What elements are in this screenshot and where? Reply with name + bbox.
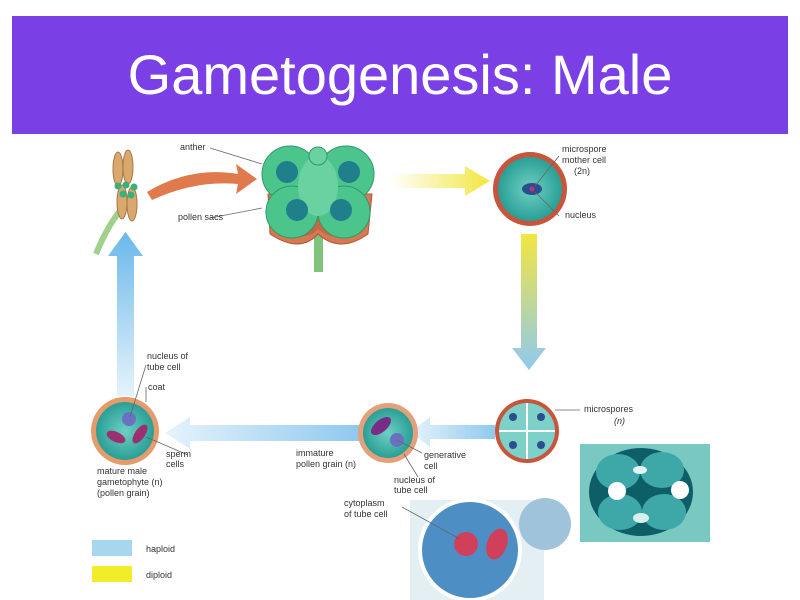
cycle-arrows: [108, 164, 546, 449]
anther-cross-section: [261, 145, 375, 272]
label-coat: coat: [148, 382, 166, 392]
leader-lines: [129, 147, 580, 540]
label-mature-3: (pollen grain): [97, 488, 150, 498]
label-immature-1: immature: [296, 448, 334, 458]
label-anther: anther: [180, 142, 206, 152]
title-bar: Gametogenesis: Male: [12, 16, 788, 134]
microspore-tetrad: [495, 399, 559, 463]
label-nucleus-tube-left-1: nucleus of: [147, 351, 189, 361]
arrow-left: [108, 232, 143, 396]
label-pollen-sacs: pollen sacs: [178, 212, 224, 222]
immature-pollen-grain: [358, 403, 418, 463]
label-microspores-2: (n): [614, 416, 625, 426]
label-nucleus-tube-right-1: nucleus of: [394, 475, 436, 485]
label-cytoplasm-1: cytoplasm: [344, 498, 385, 508]
legend-swatch-haploid: [92, 540, 132, 556]
tetrad-micrograph: [576, 444, 710, 542]
arrow-anther: [147, 164, 257, 200]
mature-pollen-grain: [91, 397, 159, 465]
label-sperm-2: cells: [166, 459, 185, 469]
arrow-right: [512, 234, 546, 370]
stamen-illustration: [93, 149, 138, 256]
label-nucleus-tube-right-2: tube cell: [394, 485, 428, 495]
legend-label-haploid: haploid: [146, 544, 175, 554]
microspore-mother-cell: [493, 152, 567, 226]
label-mature-2: gametophyte (n): [97, 477, 163, 487]
label-nucleus: nucleus: [565, 210, 597, 220]
label-microspore-mother-3: (2n): [574, 166, 590, 176]
label-cytoplasm-2: of tube cell: [344, 509, 388, 519]
label-sperm-1: sperm: [166, 449, 191, 459]
gametogenesis-diagram: anther pollen sacs microspore mother cel…: [91, 142, 710, 600]
label-generative-1: generative: [424, 450, 466, 460]
slide-title: Gametogenesis: Male: [127, 43, 673, 106]
pollen-micrograph: [410, 498, 571, 600]
legend-label-diploid: diploid: [146, 570, 172, 580]
label-generative-2: cell: [424, 461, 438, 471]
diagram-labels: anther pollen sacs microspore mother cel…: [97, 142, 634, 519]
arrow-bottom-left: [165, 417, 360, 449]
label-microspore-mother-2: mother cell: [562, 155, 606, 165]
arrow-top: [390, 166, 490, 196]
label-mature-1: mature male: [97, 466, 147, 476]
label-nucleus-tube-left-2: tube cell: [147, 362, 181, 372]
label-immature-2: pollen grain (n): [296, 459, 356, 469]
label-microspore-mother-1: microspore: [562, 144, 607, 154]
legend-swatch-diploid: [92, 566, 132, 582]
legend: haploid diploid: [92, 540, 175, 582]
label-microspores-1: microspores: [584, 404, 634, 414]
arrow-bottom-right: [410, 417, 495, 447]
